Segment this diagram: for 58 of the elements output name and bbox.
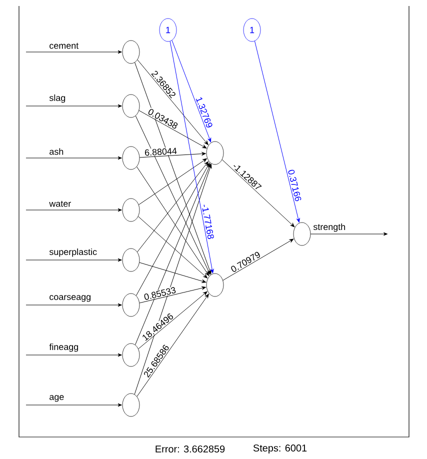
input-neuron bbox=[122, 293, 140, 317]
input-neuron bbox=[122, 146, 140, 170]
connection-arrow bbox=[136, 162, 210, 296]
connection-arrow bbox=[139, 286, 206, 304]
input-neuron bbox=[122, 248, 140, 272]
input-label: cement bbox=[50, 42, 79, 49]
connection-arrow bbox=[137, 161, 209, 252]
input-label: coarseagg bbox=[50, 295, 90, 302]
connection-arrow bbox=[138, 216, 208, 278]
input-label: water bbox=[49, 200, 71, 207]
connection-arrow bbox=[134, 62, 212, 274]
input-neuron bbox=[122, 393, 140, 417]
input-label: fineagg bbox=[49, 343, 78, 352]
input-neuron bbox=[122, 343, 140, 367]
hidden-neuron bbox=[206, 141, 224, 165]
connection-arrow bbox=[136, 166, 210, 276]
connection-arrow bbox=[172, 40, 212, 142]
caption-text: Steps: 6001 bbox=[253, 444, 307, 454]
weight-label: -1.77168 bbox=[200, 203, 215, 240]
connection-arrow bbox=[137, 60, 208, 145]
connection-arrow bbox=[222, 159, 295, 228]
connection-arrow bbox=[136, 294, 209, 397]
connection-arrow bbox=[139, 262, 206, 283]
connection-arrow bbox=[138, 110, 207, 148]
connection-arrow bbox=[135, 116, 210, 275]
output-neuron bbox=[293, 222, 311, 246]
bias-neuron: 1 bbox=[159, 18, 177, 42]
arrow bbox=[26, 403, 122, 407]
input-neuron bbox=[122, 40, 140, 64]
bias-neuron: 1 bbox=[243, 18, 261, 42]
arrow bbox=[26, 156, 122, 160]
arrow bbox=[26, 104, 122, 108]
weight-label: 6.88044 bbox=[144, 146, 178, 157]
input-label: ash bbox=[50, 148, 64, 155]
connection-arrow bbox=[254, 40, 300, 222]
input-neuron bbox=[122, 94, 140, 118]
connection-arrow bbox=[138, 158, 207, 205]
arrow bbox=[26, 303, 122, 307]
input-label: superplastic bbox=[49, 248, 97, 257]
input-neuron bbox=[122, 198, 140, 222]
connection-arrow bbox=[222, 238, 294, 281]
weight-label: 0.85533 bbox=[142, 286, 178, 302]
arrow bbox=[26, 353, 122, 357]
connection-arrow bbox=[170, 41, 214, 274]
connection-arrow bbox=[135, 164, 211, 346]
connection-arrow bbox=[134, 164, 212, 395]
arrow bbox=[310, 232, 388, 236]
arrow bbox=[26, 50, 122, 54]
caption-text: Error: 3.662859 bbox=[156, 445, 225, 453]
arrow bbox=[26, 208, 122, 212]
hidden-neuron bbox=[206, 273, 224, 297]
connection-arrow bbox=[139, 152, 206, 158]
input-label: slag bbox=[49, 94, 66, 103]
output-label: strength bbox=[313, 223, 346, 232]
connection-arrow bbox=[138, 291, 208, 350]
arrow bbox=[26, 258, 122, 262]
input-label: age bbox=[50, 395, 64, 402]
weight-label: 0.37166 bbox=[287, 168, 302, 203]
